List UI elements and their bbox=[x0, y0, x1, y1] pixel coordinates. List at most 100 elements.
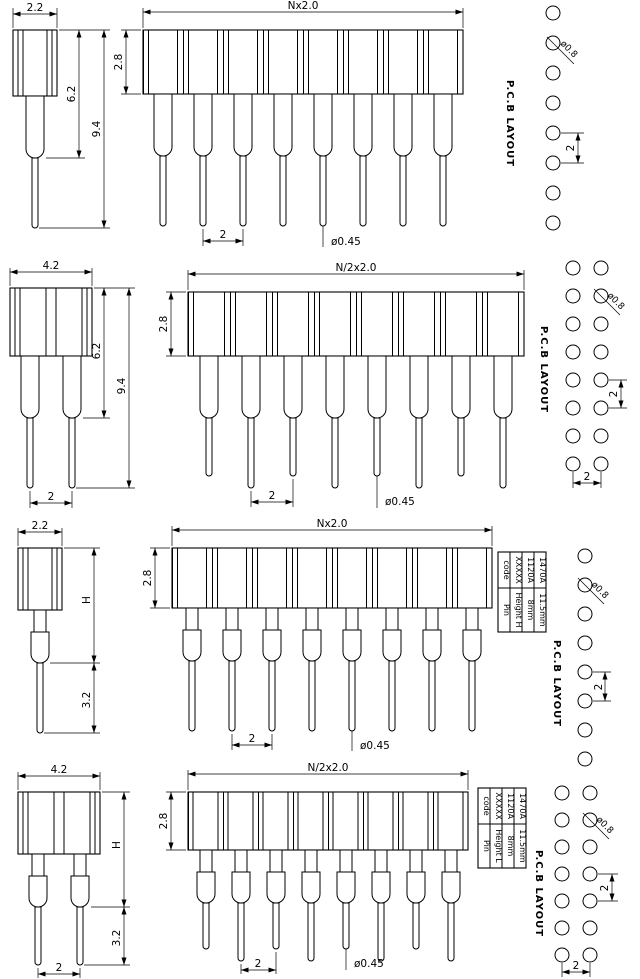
s3-pcb-holes bbox=[577, 548, 593, 767]
s4-side-view: 4.2 H 3.2 2 bbox=[17, 764, 130, 978]
s4-pcb-hole-dia-label: ø0.8 bbox=[594, 815, 615, 836]
s3-pcb-pitch-label: 2 bbox=[593, 684, 605, 691]
s3-table-cell: code bbox=[502, 560, 511, 579]
s4-front-pin-dia-callout: ø0.45 bbox=[345, 949, 384, 970]
s4-spec-table: code Pin XXXXX Height L 1120A 8mm 1470A … bbox=[477, 787, 527, 869]
s3-front-span-dim: Nx2.0 bbox=[171, 518, 493, 546]
s1-front-pins bbox=[153, 93, 453, 227]
s3-side-pin bbox=[36, 662, 44, 734]
s2-pcb-hole-dia-label: ø0.8 bbox=[605, 291, 626, 312]
s3-pcb-layout-label: P.C.B LAYOUT bbox=[551, 640, 562, 727]
s2-pcb-horizontal-pitch-label: 2 bbox=[584, 471, 591, 483]
s4-pcb-layout-label: P.C.B LAYOUT bbox=[533, 850, 544, 937]
s4-front-body-height-label: 2.8 bbox=[158, 813, 170, 830]
s4-side-tail-dim: 3.2 bbox=[84, 907, 130, 966]
s3-table-cell: 11.5mm bbox=[538, 593, 547, 627]
s3-front-body bbox=[171, 547, 493, 609]
s4-pcb-horizontal-pitch-label: 2 bbox=[573, 960, 580, 972]
s1-front-view: Nx2.0 2.8 2 ø0.45 bbox=[113, 0, 464, 248]
s2-side-width-label: 4.2 bbox=[43, 260, 60, 272]
s1-pcb-layout-label: P.C.B LAYOUT bbox=[504, 80, 515, 167]
s1-front-body-height-dim: 2.8 bbox=[113, 29, 141, 95]
s2-pcb-vertical-pitch-dim: 2 bbox=[608, 379, 627, 409]
s2-front-body-height-label: 2.8 bbox=[158, 316, 170, 333]
s4-side-body-hatch bbox=[22, 792, 96, 854]
s3-side-width-dim: 2.2 bbox=[17, 520, 63, 546]
s1-side-pin bbox=[31, 157, 39, 229]
section-1-single-row-header: 2.2 6.2 9.4 Nx2.0 2.8 bbox=[12, 0, 584, 248]
s2-front-pin-dia-callout: ø0.45 bbox=[376, 476, 415, 508]
s3-front-pins bbox=[182, 607, 482, 732]
s4-front-pitch-dim: 2 bbox=[240, 952, 277, 974]
s4-table-cell: Pin bbox=[482, 840, 491, 852]
s4-side-body bbox=[17, 791, 101, 855]
s4-pcb-layout: P.C.B LAYOUT ø0.8 2 2 bbox=[533, 785, 618, 977]
s4-pcb-horizontal-pitch-dim: 2 bbox=[561, 960, 591, 977]
s2-front-pins bbox=[199, 355, 513, 489]
s3-front-pin-dia-callout: ø0.45 bbox=[351, 731, 390, 752]
s1-pcb-holes bbox=[545, 5, 561, 231]
s4-side-pin-collar bbox=[70, 875, 90, 908]
s4-front-span-dim: N/2x2.0 bbox=[187, 762, 469, 790]
s4-side-width-dim: 4.2 bbox=[17, 764, 101, 790]
s2-side-width-dim: 4.2 bbox=[9, 260, 93, 286]
s4-front-pitch-label: 2 bbox=[255, 958, 262, 970]
s2-side-row-pitch-label: 2 bbox=[48, 491, 55, 503]
s1-front-span-dim: Nx2.0 bbox=[142, 0, 464, 28]
s2-front-pitch-label: 2 bbox=[269, 490, 276, 502]
s4-side-row-pitch-dim: 2 bbox=[37, 962, 81, 978]
s3-side-body-hatch bbox=[22, 548, 58, 610]
s4-table-cell: 1120A bbox=[506, 793, 515, 819]
s3-table-cell: Height H bbox=[514, 592, 523, 627]
s4-pcb-vertical-pitch-dim: 2 bbox=[598, 873, 618, 902]
s4-front-pin-dia-label: ø0.45 bbox=[354, 958, 384, 970]
s2-side-pin bbox=[68, 417, 76, 489]
s4-side-pin bbox=[34, 906, 42, 966]
s3-side-pin-collar bbox=[30, 631, 50, 664]
s1-side-pin-stem bbox=[25, 95, 45, 159]
s3-front-pin-dia-label: ø0.45 bbox=[360, 740, 390, 752]
section-2-dual-row-header: 4.2 6.2 9.4 2 N/2x2.0 bbox=[9, 260, 627, 508]
s2-side-total-height-dim: 9.4 bbox=[76, 288, 135, 489]
s3-side-view: 2.2 H 3.2 bbox=[17, 520, 100, 734]
s3-table-cell: 1470A bbox=[538, 557, 547, 583]
s1-side-upper-height-dim: 6.2 bbox=[46, 29, 110, 159]
s3-pcb-hole-dia-label: ø0.8 bbox=[589, 580, 610, 601]
s2-front-span-label: N/2x2.0 bbox=[336, 262, 377, 274]
s1-side-width-dim: 2.2 bbox=[12, 2, 58, 28]
s1-front-span-label: Nx2.0 bbox=[288, 0, 319, 12]
s1-pcb-pitch-label: 2 bbox=[565, 145, 577, 152]
s1-side-body-hatch bbox=[17, 30, 53, 96]
s1-front-pitch-dim: 2 bbox=[202, 229, 244, 246]
s3-front-span-label: Nx2.0 bbox=[317, 518, 348, 530]
s3-table-cell: 1120A bbox=[526, 557, 535, 583]
s2-front-view: N/2x2.0 2.8 2 ø0.45 bbox=[158, 262, 525, 508]
s4-side-width-label: 4.2 bbox=[51, 764, 68, 776]
s2-front-pitch-dim: 2 bbox=[250, 479, 294, 507]
s3-side-height-label: H bbox=[81, 596, 93, 604]
s3-side-width-label: 2.2 bbox=[32, 520, 49, 532]
s1-side-width-label: 2.2 bbox=[27, 2, 44, 14]
s2-pcb-horizontal-pitch-dim: 2 bbox=[572, 471, 602, 488]
s4-table-cell: code bbox=[482, 796, 491, 815]
s4-front-body-height-dim: 2.8 bbox=[158, 791, 186, 851]
s4-side-row-pitch-label: 2 bbox=[56, 962, 63, 974]
s1-front-pin-dia-label: ø0.45 bbox=[331, 236, 361, 248]
s3-pcb-layout: P.C.B LAYOUT ø0.8 2 bbox=[551, 548, 611, 767]
s1-side-total-height-label: 9.4 bbox=[91, 120, 103, 137]
s2-side-view: 4.2 6.2 9.4 2 bbox=[9, 260, 135, 508]
s1-side-body bbox=[12, 29, 58, 97]
s1-side-view: 2.2 6.2 9.4 bbox=[12, 2, 110, 229]
s4-table-cell: XXXXX bbox=[494, 792, 503, 820]
s3-table-cell: XXXXX bbox=[514, 556, 523, 584]
s3-pcb-pitch-dim: 2 bbox=[593, 671, 611, 702]
s2-front-pin-dia-label: ø0.45 bbox=[385, 496, 415, 508]
s2-side-pin-stem bbox=[62, 355, 82, 419]
s4-side-pin-neck bbox=[73, 853, 87, 877]
s3-side-tail-label: 3.2 bbox=[81, 692, 93, 709]
s4-side-pin bbox=[76, 906, 84, 966]
s4-front-pins bbox=[196, 849, 461, 962]
s3-table-cell: Pin bbox=[502, 604, 511, 616]
